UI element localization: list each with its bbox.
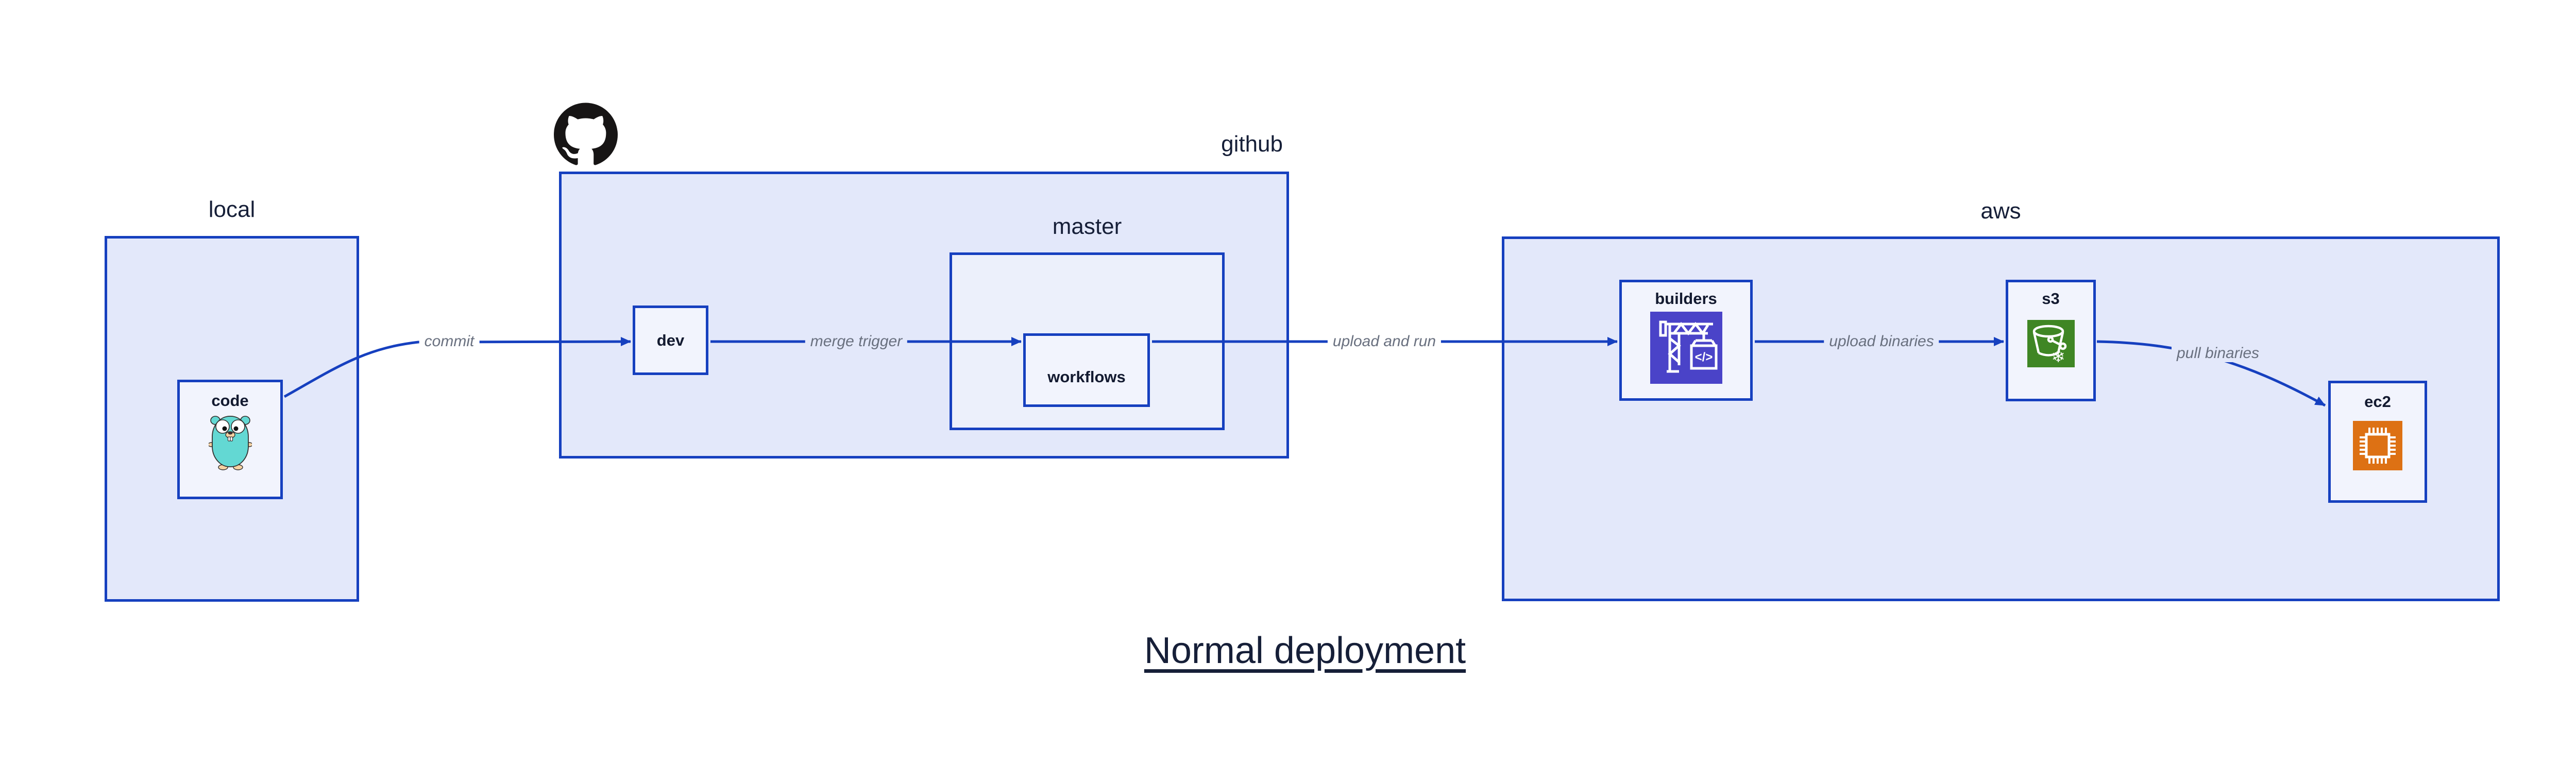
diagram-title: Normal deployment [1144, 630, 1466, 671]
group-label-master: master [1052, 214, 1122, 239]
node-box-ec2: ec2 [2328, 381, 2427, 503]
node-box-code: code [177, 380, 283, 499]
svg-text:</>: </> [1694, 350, 1713, 364]
edge-label-pull-binaries: pull binaries [2171, 345, 2265, 362]
github-octocat-logo-icon [554, 102, 618, 166]
node-label-s3: s3 [2042, 290, 2060, 308]
node-box-workflows: workflows [1023, 333, 1150, 407]
node-box-dev: dev [633, 305, 708, 375]
go-gopher-icon [208, 413, 252, 470]
node-box-s3: s3 ❄ [2006, 280, 2096, 401]
svg-text:❄: ❄ [2051, 347, 2065, 366]
node-label-builders: builders [1655, 290, 1717, 308]
edge-label-merge-trigger: merge trigger [805, 333, 908, 350]
codebuild-crane-icon: </> [1650, 312, 1722, 384]
node-label-dev: dev [656, 331, 685, 349]
s3-glacier-bucket-icon: ❄ [2027, 320, 2075, 367]
group-label-local: local [208, 197, 256, 222]
node-label-code: code [211, 392, 249, 410]
node-label-ec2: ec2 [2364, 393, 2391, 411]
group-label-github: github [1221, 131, 1283, 157]
group-label-aws: aws [1980, 198, 2021, 224]
edge-label-upload-and-run: upload and run [1327, 333, 1442, 350]
edge-label-commit: commit [419, 333, 480, 350]
node-box-builders: builders </> [1619, 280, 1753, 401]
ec2-chip-icon [2353, 421, 2402, 470]
node-label-workflows: workflows [1047, 368, 1126, 386]
edge-label-upload-binaries: upload binaries [1824, 333, 1939, 350]
